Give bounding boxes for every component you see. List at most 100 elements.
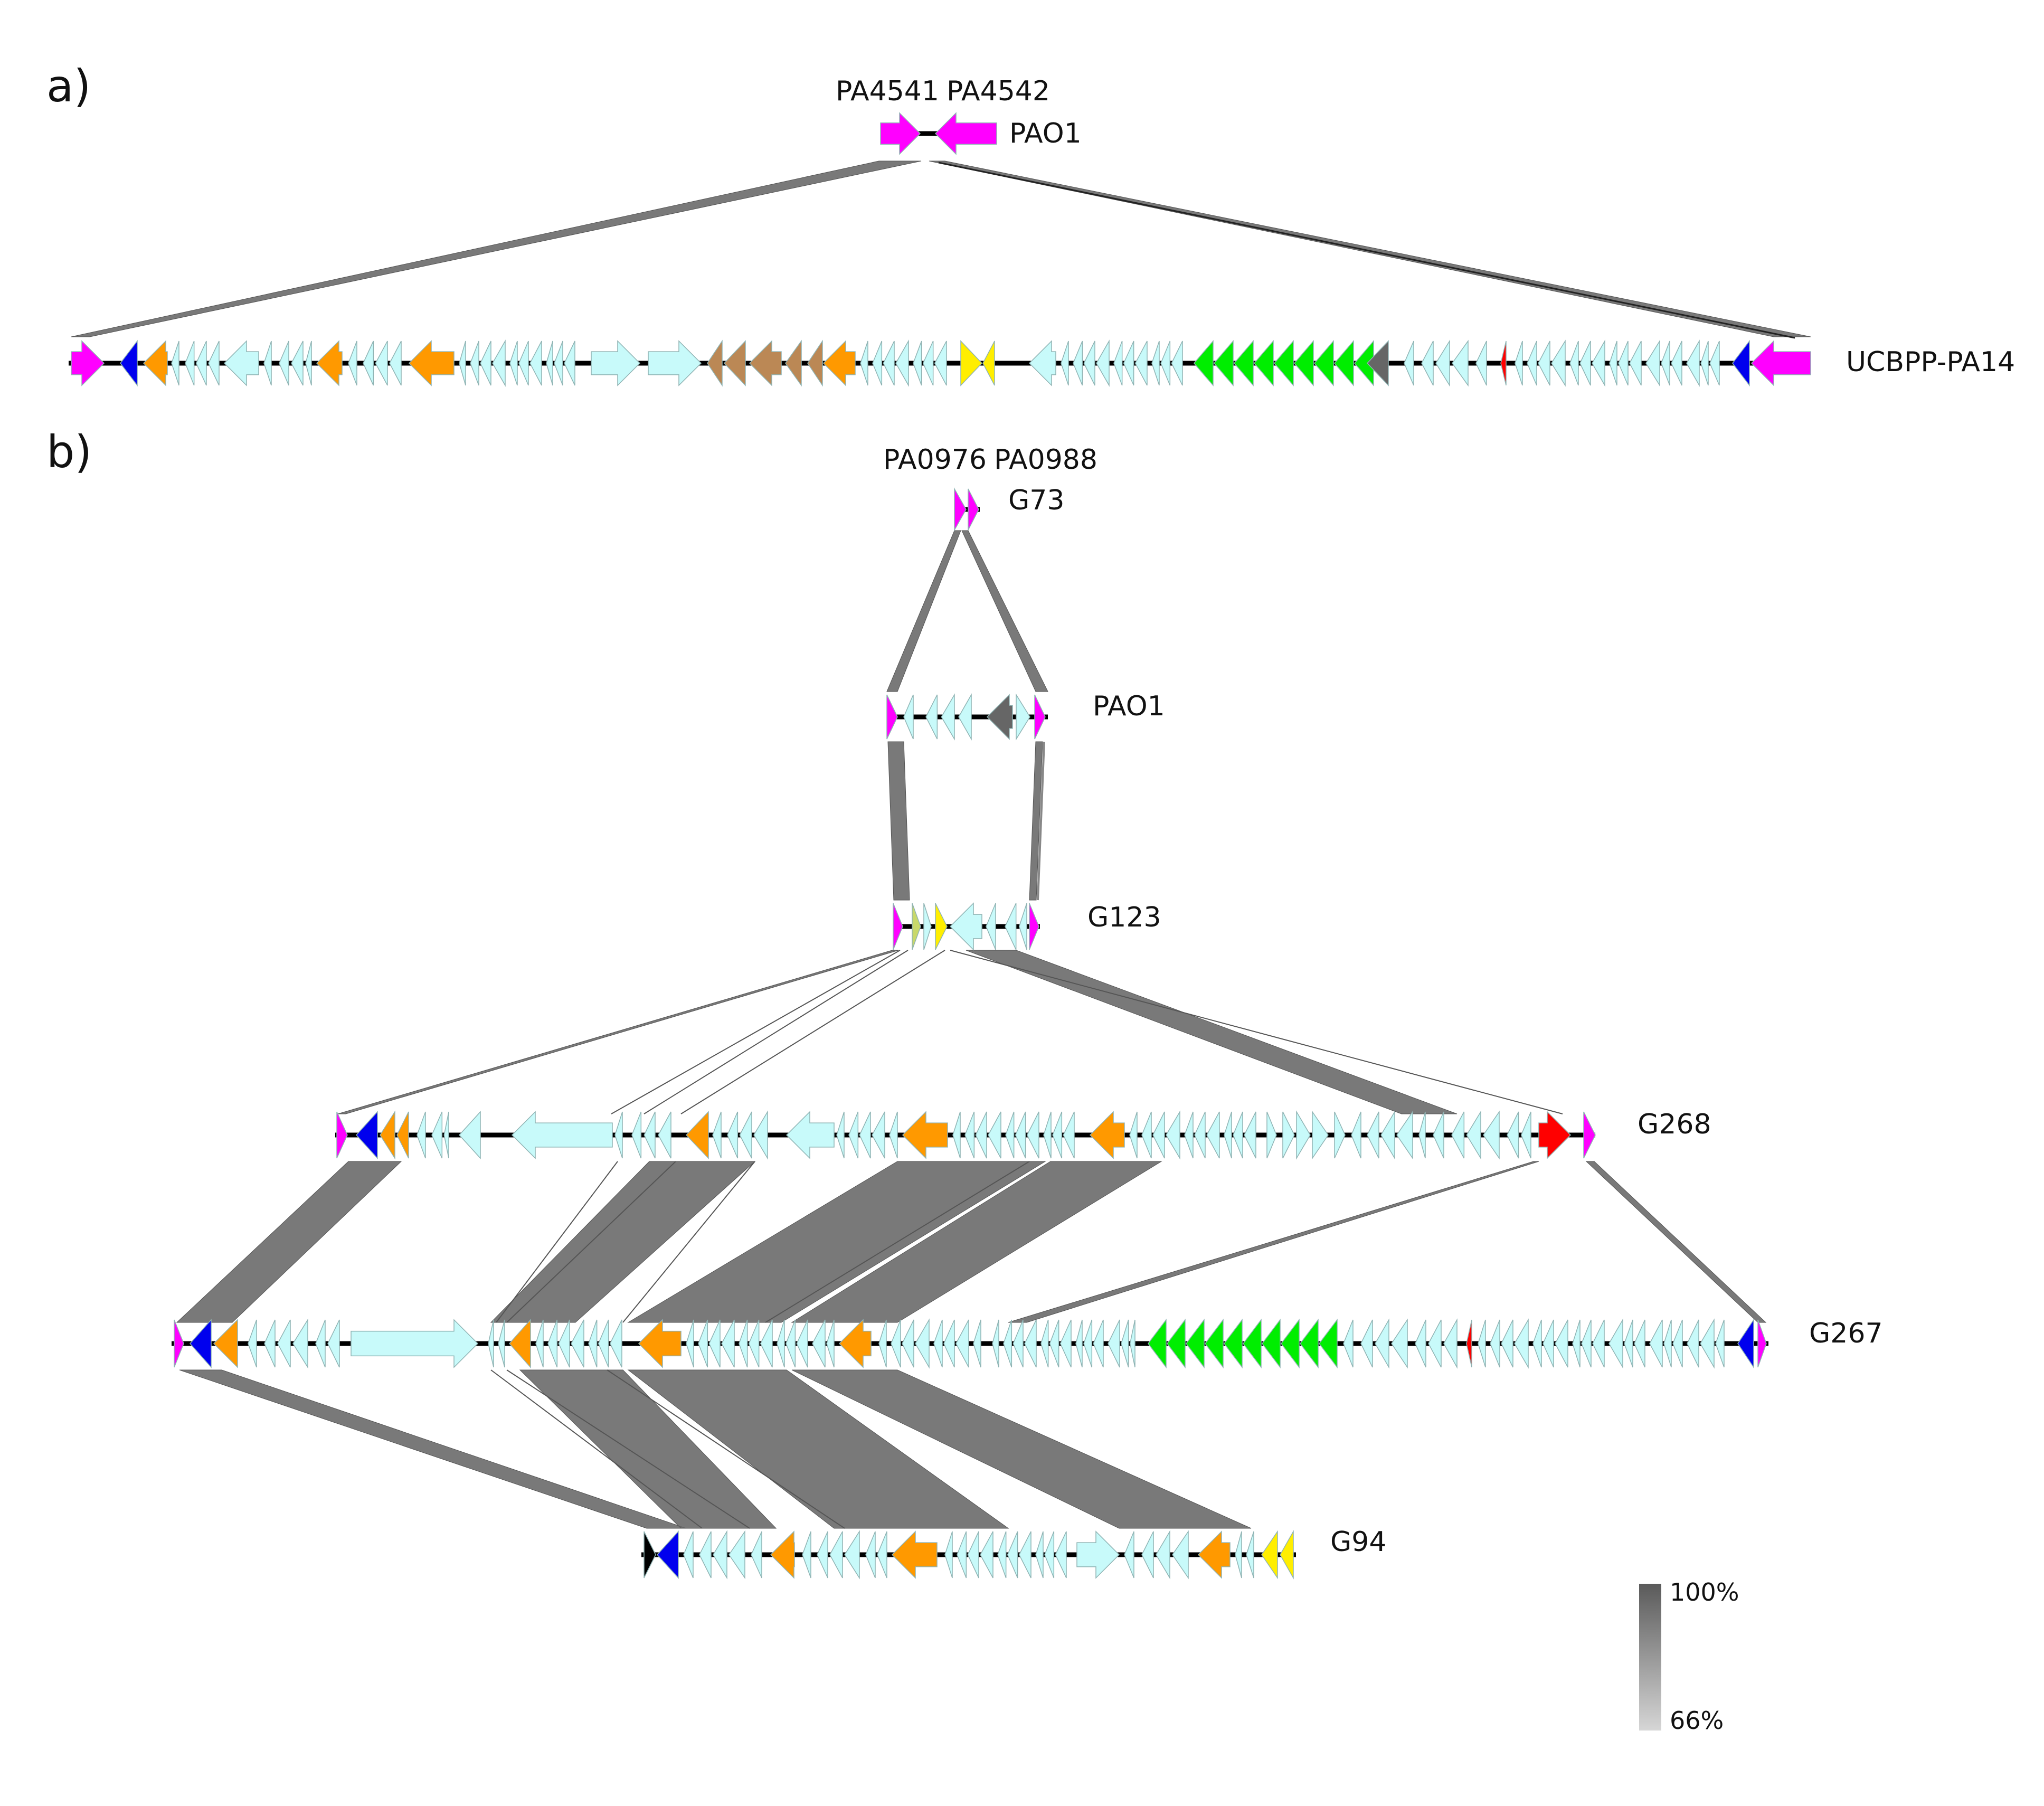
track-a-ucbpp-pa14-gene [1096,339,1110,387]
track-g268-gene [458,1111,481,1159]
track-g73-gene [968,488,979,531]
track-a-ucbpp-pa14-gene [1629,341,1642,386]
track-label-g73: G73 [1008,485,1064,516]
track-a-ucbpp-pa14-gene [1061,341,1069,386]
track-g267-gene [1478,1319,1486,1368]
track-a-pao1-gene [934,112,997,155]
track-g267-gene [1205,1318,1224,1369]
track-a-ucbpp-pa14-gene [316,340,343,386]
track-g267-gene [686,1319,694,1368]
track-g267-gene [1572,1319,1581,1368]
track-g267-gene [708,1319,721,1368]
track-g123-gene [949,902,982,951]
track-g268-gene [1052,1111,1063,1159]
track-g123-gene [893,903,903,950]
track-g267-gene [1049,1319,1059,1368]
link-g268-g267-c [627,1161,1046,1323]
track-g267-gene [1415,1319,1426,1368]
panel-a-gene-tracks [69,112,1811,387]
gene-label-pa4541: PA4541 [836,75,939,107]
link-pao1-pa14-edge [938,162,1795,339]
track-g268-gene [1538,1111,1572,1159]
track-g267-gene [786,1319,796,1368]
track-g123-gene [986,903,996,950]
track-g267-gene [1281,1318,1300,1369]
track-a-ucbpp-pa14-gene [1254,339,1274,387]
track-g268-gene [1129,1111,1138,1159]
track-a-ucbpp-pa14-gene [1404,341,1414,386]
track-g267-gene [315,1319,326,1368]
track-g267-gene [1012,1319,1024,1368]
track-g267-gene [902,1319,914,1368]
link-g73-pao1-left [886,530,961,692]
track-g268-gene [872,1111,885,1159]
track-g267-gene [1075,1319,1083,1368]
track-g268-gene [1166,1110,1180,1160]
link-g123-g268-thin [680,950,945,1114]
panel-a-label: a) [46,60,91,112]
track-a-ucbpp-pa14-gene [1294,339,1314,387]
track-g268-gene [1351,1111,1361,1159]
track-a-ucbpp-pa14-gene [591,340,641,386]
track-g268-gene [988,1111,1001,1159]
track-a-ucbpp-pa14-gene [1592,339,1605,387]
track-g268-gene [1296,1110,1311,1160]
track-a-ucbpp-pa14-gene [554,341,563,386]
track-g267-gene [189,1319,212,1368]
track-g267-gene [1687,1319,1699,1368]
track-g268-gene [355,1111,378,1159]
track-g268-gene [417,1111,426,1159]
track-g267-gene [1757,1319,1767,1368]
track-a-ucbpp-pa14-gene [1421,341,1434,386]
track-g267-gene [1059,1319,1072,1368]
track-a-ucbpp-pa14-gene [185,341,195,386]
track-g268-gene [1451,1111,1465,1159]
track-g267-gene [1167,1318,1186,1369]
identity-legend-bar [1639,1584,1661,1731]
track-g267-gene [292,1318,308,1369]
track-b-pao1-gene [903,694,914,740]
identity-legend-min: 66% [1670,1706,1724,1735]
track-g94-gene [967,1531,979,1578]
track-g268-gene [1184,1111,1194,1159]
track-g267-gene [1319,1318,1338,1369]
link-pao1-g123-right [1029,741,1043,901]
track-g267-gene [1555,1319,1568,1368]
panel-a-similarity-links [71,160,1811,339]
track-g267-gene [1543,1319,1554,1368]
track-g94-gene [1261,1530,1278,1580]
track-g267-gene [327,1319,340,1368]
track-g268-gene [975,1111,987,1159]
track-g267-gene [943,1319,955,1368]
track-g267-gene [351,1319,479,1368]
track-g268-gene [859,1111,871,1159]
track-g267-gene [796,1319,808,1368]
track-g94-gene [944,1531,953,1578]
link-g268-g267-thin [765,1161,1030,1323]
track-a-ucbpp-pa14-gene [1500,341,1507,386]
track-a-ucbpp-pa14-gene [913,341,922,386]
panel-b-similarity-links [176,530,1767,1529]
track-g268-gene [1334,1111,1346,1159]
track-g268-gene [1194,1111,1206,1159]
track-g94-gene [1124,1531,1134,1578]
track-label-g267: G267 [1809,1318,1883,1349]
track-g267-gene [1375,1318,1389,1369]
track-a-ucbpp-pa14-gene [982,341,995,386]
track-g94-gene [644,1531,656,1578]
track-g94-gene [1280,1530,1294,1580]
track-g267-gene [1121,1319,1129,1368]
link-g73-pao1-right [961,530,1048,692]
track-g94-gene [1246,1531,1254,1578]
track-g123-gene [923,903,932,950]
track-g268-gene [753,1110,768,1160]
track-g268-gene [727,1111,739,1159]
track-g94-gene [1156,1530,1170,1580]
track-g267-gene [488,1319,494,1368]
track-g268-gene [685,1111,709,1159]
track-g267-gene [1360,1319,1373,1368]
track-a-ucbpp-pa14-gene [195,341,207,386]
track-g268-gene [1141,1111,1152,1159]
track-g268-gene [614,1111,623,1159]
